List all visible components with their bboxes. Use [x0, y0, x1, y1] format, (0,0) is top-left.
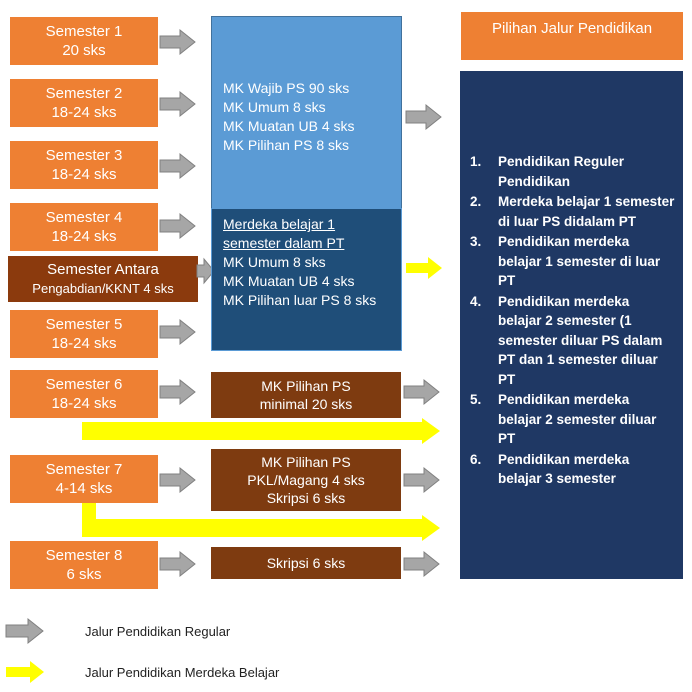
semester-title: Semester Antara — [47, 261, 159, 278]
semester-title: Semester 7 — [45, 461, 123, 478]
pilihan-list: 1.Pendidikan Reguler Pendidikan 2.Merdek… — [460, 152, 675, 489]
yellow-arrow-icon — [82, 515, 444, 541]
mk-wajib-box: MK Wajib PS 90 sks MK Umum 8 sks MK Muat… — [211, 16, 402, 209]
gray-arrow-icon — [402, 550, 442, 578]
list-item: 4.Pendidikan merdeka belajar 2 semester … — [470, 293, 663, 387]
semester-6-box: Semester 6 18-24 sks — [10, 370, 158, 418]
semester-sks: Pengabdian/KKNT 4 sks — [32, 281, 174, 296]
semester-title: Semester 3 — [45, 147, 123, 164]
semester-sks: 6 sks — [66, 566, 102, 583]
skripsi-box: Skripsi 6 sks — [211, 547, 401, 579]
semester-title: Semester 6 — [45, 376, 123, 393]
semester-sks: 18-24 sks — [51, 166, 117, 183]
pilihan-jalur-panel: 1.Pendidikan Reguler Pendidikan 2.Merdek… — [460, 71, 683, 579]
brown-line: MK Pilihan PS — [261, 378, 351, 394]
semester-1-box: Semester 1 20 sks — [10, 17, 158, 65]
list-item: 5.Pendidikan merdeka belajar 2 semester … — [470, 392, 657, 446]
semester-sks: 18-24 sks — [51, 228, 117, 245]
gray-arrow-icon — [158, 212, 198, 240]
pilihan-jalur-header: Pilihan Jalur Pendidikan — [461, 12, 683, 60]
semester-sks: 18-24 sks — [51, 335, 117, 352]
semester-title: Semester 8 — [45, 547, 123, 564]
brown-line: PKL/Magang 4 sks — [247, 472, 365, 488]
mk-line: MK Muatan UB 4 sks — [223, 118, 355, 134]
brown-line: MK Pilihan PS — [261, 454, 351, 470]
gray-arrow-icon — [158, 152, 198, 180]
semester-4-box: Semester 4 18-24 sks — [10, 203, 158, 251]
gray-arrow-icon — [404, 103, 444, 131]
list-item: 6.Pendidikan merdeka belajar 3 semester — [470, 451, 630, 487]
semester-2-box: Semester 2 18-24 sks — [10, 79, 158, 127]
brown-line: minimal 20 sks — [259, 396, 353, 412]
legend-merdeka-label: Jalur Pendidikan Merdeka Belajar — [85, 665, 280, 680]
semester-8-box: Semester 8 6 sks — [10, 541, 158, 589]
mk-line: MK Wajib PS 90 sks — [223, 80, 350, 96]
mk-line: MK Umum 8 sks — [223, 254, 326, 270]
mk-pilihan-ps-box: MK Pilihan PS minimal 20 sks — [211, 372, 401, 418]
gray-arrow-icon — [402, 466, 442, 494]
mk-line: MK Muatan UB 4 sks — [223, 273, 355, 289]
brown-line: Skripsi 6 sks — [266, 490, 346, 506]
merdeka-heading: Merdeka belajar 1 — [223, 216, 336, 232]
legend-regular-label: Jalur Pendidikan Regular — [85, 624, 231, 639]
legend-gray-arrow-icon — [4, 617, 46, 645]
semester-antara-box: Semester Antara Pengabdian/KKNT 4 sks — [8, 256, 198, 302]
gray-arrow-icon — [158, 550, 198, 578]
list-item: 1.Pendidikan Reguler Pendidikan — [470, 154, 625, 189]
gray-arrow-icon — [158, 90, 198, 118]
semester-title: Semester 1 — [45, 23, 123, 40]
yellow-arrow-icon — [404, 255, 444, 281]
yellow-arrow-icon — [82, 418, 444, 444]
gray-arrow-icon — [158, 466, 198, 494]
semester-sks: 20 sks — [62, 42, 106, 59]
list-item: 2.Merdeka belajar 1 semester di luar PS … — [470, 194, 675, 229]
semester-sks: 18-24 sks — [51, 104, 117, 121]
semester-sks: 18-24 sks — [51, 395, 117, 412]
gray-arrow-icon — [196, 257, 216, 285]
gray-arrow-icon — [158, 318, 198, 346]
brown-line: Skripsi 6 sks — [266, 555, 346, 571]
mk-line: MK Umum 8 sks — [223, 99, 326, 115]
mk-line: MK Pilihan PS 8 sks — [223, 137, 350, 153]
semester-5-box: Semester 5 18-24 sks — [10, 310, 158, 358]
yellow-arrow-icon — [82, 503, 98, 519]
gray-arrow-icon — [158, 378, 198, 406]
semester-sks: 4-14 sks — [55, 480, 113, 497]
list-item: 3.Pendidikan merdeka belajar 1 semester … — [470, 234, 661, 288]
semester-3-box: Semester 3 18-24 sks — [10, 141, 158, 189]
legend-yellow-arrow-icon — [4, 659, 46, 685]
merdeka-heading: semester dalam PT — [223, 235, 345, 251]
gray-arrow-icon — [158, 28, 198, 56]
semester-7-box: Semester 7 4-14 sks — [10, 455, 158, 503]
semester-title: Semester 2 — [45, 85, 123, 102]
merdeka-dalam-pt-box: Merdeka belajar 1 semester dalam PT MK U… — [211, 208, 402, 351]
semester-title: Semester 4 — [45, 209, 123, 226]
pkl-magang-box: MK Pilihan PS PKL/Magang 4 sks Skripsi 6… — [211, 449, 401, 511]
mk-line: MK Pilihan luar PS 8 sks — [223, 292, 377, 308]
gray-arrow-icon — [402, 378, 442, 406]
semester-title: Semester 5 — [45, 316, 123, 333]
